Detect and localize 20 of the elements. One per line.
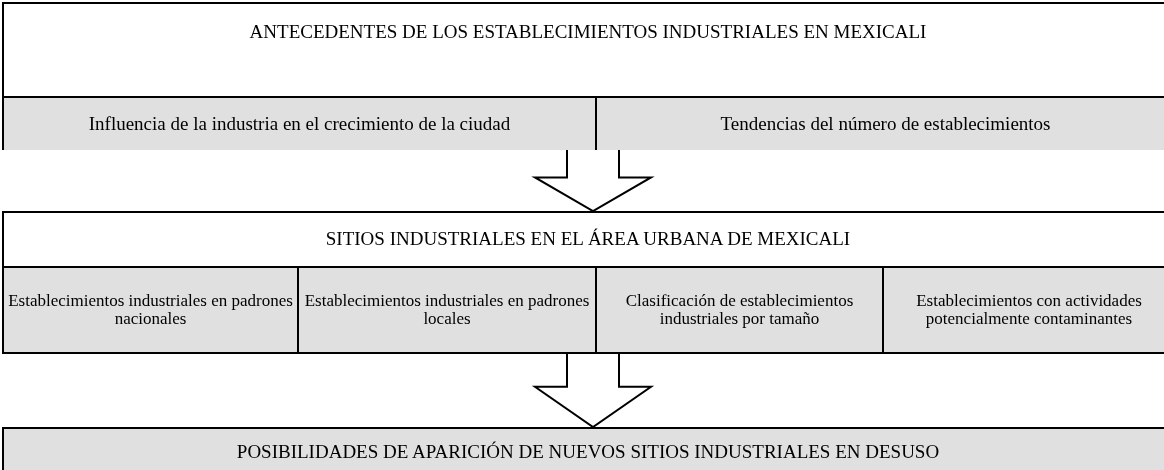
topic-text: POSIBILIDADES DE APARICIÓN DE NUEVOS SITIOS INDUSTRIALES EN DESUSO [235, 442, 941, 462]
section-heading: SITIOS INDUSTRIALES EN EL ÁREA URBANA DE MEXICALI [324, 229, 852, 249]
topic-cell [297, 266, 595, 352]
section-box [2, 2, 1164, 150]
section-heading: ANTECEDENTES DE LOS ESTABLECIMIENTOS INDUSTRIALES EN MEXICALI [248, 22, 928, 42]
topic-text: Establecimientos con actividades potencialmente contaminantes [915, 292, 1143, 328]
section-box [2, 211, 1164, 354]
topic-cell [4, 96, 595, 150]
topic-text: Establecimientos industriales en padrones nacionales [7, 292, 294, 328]
topic-text: Influencia de la industria en el crecimiento de la ciudad [87, 114, 512, 134]
block-arrow [531, 353, 655, 429]
topic-text: Establecimientos industriales en padrones locales [303, 292, 591, 328]
topic-text: Clasificación de establecimientos industriales por tamaño [624, 292, 855, 328]
topic-cell [882, 266, 1164, 352]
topic-cell [595, 96, 1164, 150]
result-box [2, 427, 1164, 470]
block-arrow [531, 149, 655, 213]
topic-text: Tendencias del número de establecimientos [719, 114, 1052, 134]
topic-cell [595, 266, 882, 352]
topic-cell [4, 266, 297, 352]
